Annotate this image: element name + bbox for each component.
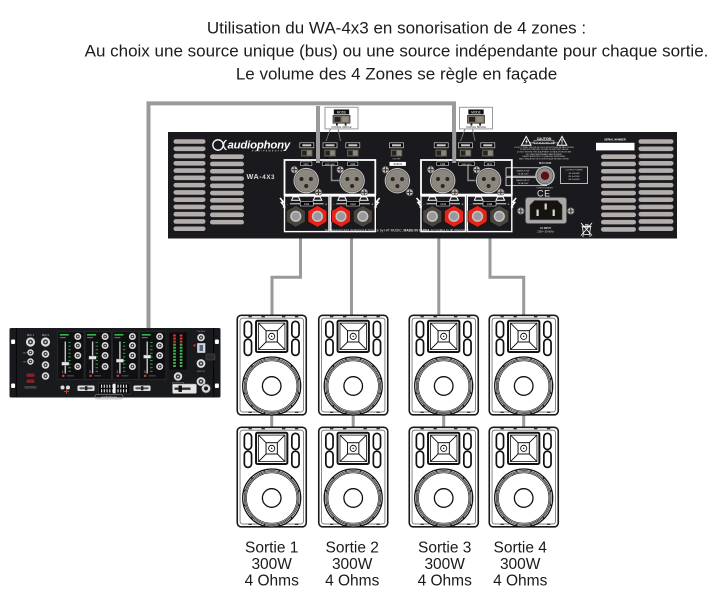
svg-text:+: + (371, 203, 373, 207)
svg-text:PHONES: PHONES (197, 331, 206, 333)
svg-text:-: - (287, 203, 289, 207)
svg-text:GAIN: GAIN (23, 352, 28, 355)
svg-text:AVIS: RISQUE DE CHOC ELECTRIQU: AVIS: RISQUE DE CHOC ELECTRIQUE NE PAS O… (519, 158, 569, 161)
svg-text:MIC 2: MIC 2 (42, 333, 49, 337)
svg-text:MASTER: MASTER (197, 370, 206, 373)
svg-text:-: - (470, 203, 472, 207)
svg-text:EQUIPEMENTS: EQUIPEMENTS (252, 151, 283, 153)
svg-text:CH4: CH4 (487, 202, 493, 206)
svg-text:+: + (461, 203, 463, 207)
svg-text:BR 2x600W: BR 2x600W (568, 179, 579, 181)
svg-text:REFER SERVICING TO QUALIFIED P: REFER SERVICING TO QUALIFIED PERSONNEL (522, 155, 565, 158)
svg-text:8Ω 4x190W: 8Ω 4x190W (569, 176, 580, 178)
svg-text:CH4: CH4 (487, 162, 493, 166)
svg-text:CH1: CH1 (303, 162, 309, 166)
svg-text:MIC 1: MIC 1 (27, 333, 34, 337)
svg-text:DO NOT OPEN - RISQUE DE CHOC E: DO NOT OPEN - RISQUE DE CHOC ELECTRIQUE … (514, 146, 574, 149)
svg-text:ON OFF: ON OFF (392, 159, 401, 161)
svg-text:300W: 300W (424, 556, 465, 573)
svg-text:TO REDUCE THE RISK OF FIRE OR: TO REDUCE THE RISK OF FIRE OR ELECTRIC S… (520, 149, 570, 151)
svg-text:-: - (333, 203, 335, 207)
svg-text:BRIDGED: BRIDGED (325, 164, 335, 166)
svg-text:audiophony: audiophony (101, 395, 117, 399)
svg-text:230V~ 50-60Hz: 230V~ 50-60Hz (537, 230, 554, 233)
svg-text:SUB IN: SUB IN (393, 162, 402, 166)
svg-text:CAUTION: CAUTION (537, 137, 552, 141)
svg-text:-: - (423, 203, 425, 207)
svg-text:300W: 300W (500, 556, 541, 573)
svg-text:+: + (325, 203, 327, 207)
svg-text:4 Ohms: 4 Ohms (245, 573, 300, 590)
svg-text:NORMAL BRIDGE: NORMAL BRIDGE (332, 126, 352, 129)
svg-text:Sortie 4: Sortie 4 (493, 540, 547, 557)
svg-text:4 Ohms: 4 Ohms (418, 573, 473, 590)
svg-text:NORMAL BRIDGE: NORMAL BRIDGE (466, 126, 486, 129)
svg-text:WA-4X3: WA-4X3 (247, 172, 276, 181)
svg-text:1: 1 (62, 370, 64, 374)
svg-text:2: 2 (89, 370, 91, 374)
svg-text:MAINS FUSE: MAINS FUSE (517, 169, 530, 172)
svg-text:Sortie 3: Sortie 3 (418, 540, 471, 557)
svg-text:Utilisation du WA-4x3 en sonor: Utilisation du WA-4x3 en sonorisation de… (207, 19, 586, 38)
svg-text:Sortie 1: Sortie 1 (245, 540, 298, 557)
svg-text:AC INPUT: AC INPUT (540, 227, 552, 230)
svg-text:T6.3A 250V: T6.3A 250V (518, 173, 529, 176)
svg-text:BKR KNOB: BKR KNOB (539, 162, 552, 165)
svg-text:MODE: MODE (471, 110, 481, 114)
svg-text:SERIAL NUMBER: SERIAL NUMBER (604, 138, 626, 142)
svg-text:Sortie 2: Sortie 2 (325, 540, 378, 557)
svg-text:CE: CE (537, 189, 551, 199)
svg-text:4 Ohms: 4 Ohms (325, 573, 380, 590)
svg-text:RISK OF ELECTRIC SHOCK: RISK OF ELECTRIC SHOCK (530, 142, 559, 144)
svg-text:OUTPUT POWER: OUTPUT POWER (566, 170, 583, 172)
svg-text:Au choix une source unique (bu: Au choix une source unique (bus) ou une … (85, 42, 709, 61)
svg-text:BRIDGED: BRIDGED (462, 164, 472, 166)
svg-text:Le volume des 4 Zones se règle: Le volume des 4 Zones se règle en façade (236, 65, 557, 84)
svg-text:CH1: CH1 (304, 202, 310, 206)
svg-text:PUSH TO RESET: PUSH TO RESET (537, 188, 554, 190)
svg-text:+: + (508, 203, 510, 207)
svg-text:audiophony: audiophony (228, 139, 291, 151)
svg-text:CH3: CH3 (440, 202, 446, 206)
svg-text:MODE: MODE (337, 110, 347, 114)
svg-text:CH2: CH2 (350, 162, 356, 166)
svg-text:300W: 300W (332, 556, 373, 573)
svg-text:4 Ohms: 4 Ohms (493, 573, 548, 590)
svg-text:TRE: TRE (23, 362, 28, 364)
svg-text:NO USER SERVICEABLE PARTS INSI: NO USER SERVICEABLE PARTS INSIDE (526, 153, 562, 156)
svg-text:MAINS INPUT: MAINS INPUT (516, 179, 530, 182)
svg-text:CH2: CH2 (350, 202, 356, 206)
svg-text:3: 3 (116, 370, 118, 374)
svg-text:4: 4 (144, 370, 146, 374)
svg-text:Engineered and designed in Fra: Engineered and designed in France by HIT… (325, 228, 469, 232)
svg-text:DO NOT EXPOSE THIS EQUIPMENT T: DO NOT EXPOSE THIS EQUIPMENT TO RAIN OR … (517, 151, 572, 154)
svg-text:4Ω 4x300W: 4Ω 4x300W (569, 173, 580, 175)
svg-text:300W: 300W (251, 556, 292, 573)
svg-text:T6.3A 250V: T6.3A 250V (518, 182, 529, 185)
svg-text:CH3: CH3 (440, 162, 446, 166)
